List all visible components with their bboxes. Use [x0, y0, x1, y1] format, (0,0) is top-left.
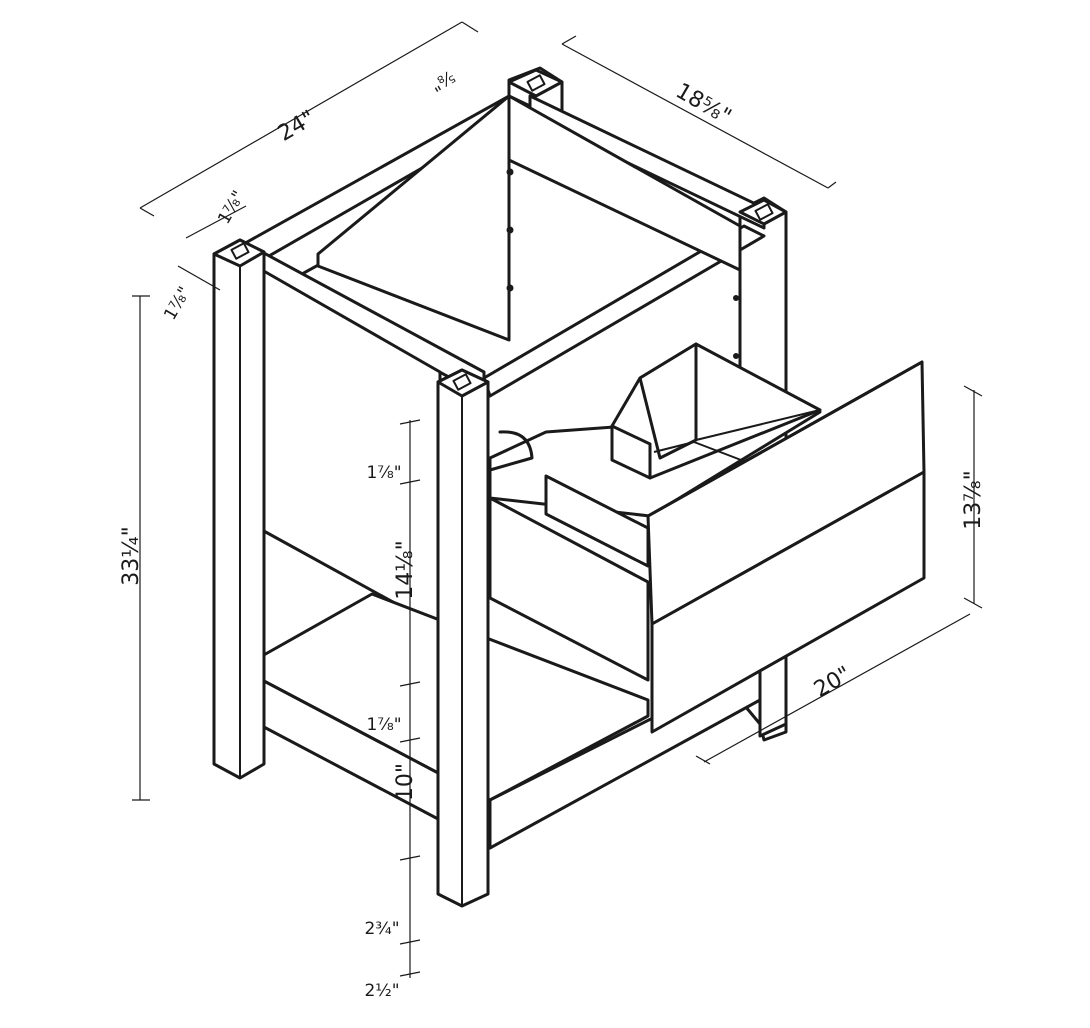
label-drawer-front-height: 13⅞"	[961, 470, 986, 529]
label-lower-rail: 1⅞"	[366, 715, 401, 735]
label-shelf-gap: 10"	[393, 763, 418, 801]
front-right-post-cap	[436, 368, 490, 398]
label-width: 24"	[274, 106, 320, 147]
label-post-width-side: 1⅞"	[160, 283, 195, 323]
back-right-post-cap	[738, 198, 788, 226]
label-top-offset: ⅝"	[427, 66, 458, 95]
label-drawer-rail-top: 1⅞"	[366, 463, 401, 483]
drawer-left-side	[488, 496, 650, 682]
cabinet-frame	[212, 66, 788, 908]
drawer-front-lower	[650, 470, 926, 734]
drawer-back-panel	[544, 474, 650, 568]
label-total-height: 33¼"	[119, 526, 144, 585]
label-foot-height: 2½"	[364, 981, 399, 1001]
drawer-inner-tray-front	[610, 424, 652, 480]
dimension-lines	[132, 21, 983, 978]
label-drawer-opening: 14⅛"	[393, 540, 418, 599]
hinge-dot-4	[733, 295, 739, 301]
back-panel	[316, 94, 511, 342]
hinge-dot-5	[733, 353, 739, 359]
hinge-dot-1	[506, 168, 514, 176]
back-left-post-cap	[507, 68, 564, 98]
drawer	[488, 342, 926, 734]
drawer-plumbing-cutout	[488, 430, 534, 472]
inner-right-wall	[507, 94, 742, 272]
label-drawer-depth: 20"	[810, 662, 856, 703]
label-shelf-rail: 2¾"	[364, 919, 399, 939]
hinge-dot-3	[506, 284, 514, 292]
label-depth: 18⅝"	[671, 79, 735, 130]
front-left-post-cap	[212, 238, 266, 268]
hinge-dot-2	[506, 226, 514, 234]
